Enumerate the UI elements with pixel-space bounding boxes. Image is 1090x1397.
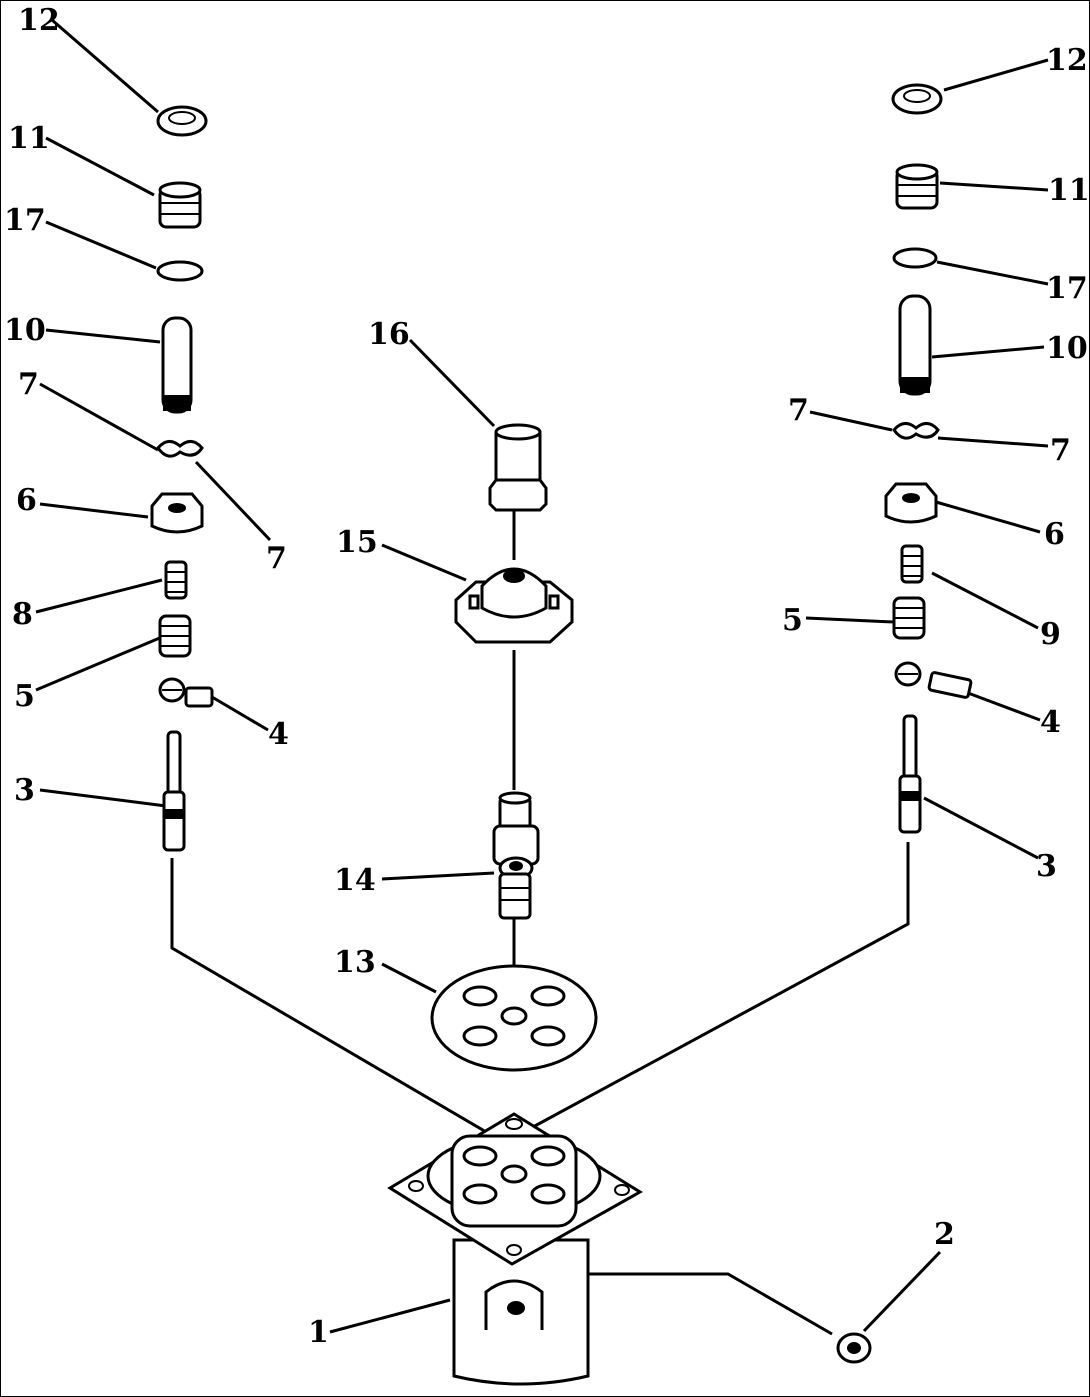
callout-left-5: 5: [14, 679, 35, 714]
callout-1: 1: [308, 1315, 329, 1350]
assembly-lines: [170, 510, 910, 1336]
callout-left-4: 4: [268, 717, 289, 752]
callout-right-17: 17: [1046, 271, 1088, 306]
left-item-4-shim: [158, 677, 214, 708]
right-item-6-retainer: [884, 482, 938, 524]
callout-left-7a: 7: [18, 367, 39, 402]
callout-left-12: 12: [18, 3, 60, 38]
callout-right-3: 3: [1036, 849, 1057, 884]
callout-right-5: 5: [782, 603, 803, 638]
callout-left-3: 3: [14, 773, 35, 808]
right-item-12-seal: [891, 83, 943, 115]
right-item-11-bushing: [895, 163, 939, 210]
callout-right-9: 9: [1040, 617, 1061, 652]
callout-left-11: 11: [8, 121, 50, 156]
right-item-17-o-ring: [892, 247, 938, 269]
callout-labels: 12 11 17 10 7 7 6 8 5 4 3 12 11 17 10 7 …: [4, 3, 1090, 1350]
callout-2: 2: [934, 1217, 955, 1252]
callout-left-7b: 7: [266, 541, 287, 576]
left-item-17-o-ring: [156, 260, 204, 282]
callout-14: 14: [334, 863, 376, 898]
callout-left-10: 10: [4, 313, 46, 348]
right-item-10-piston: [898, 294, 932, 396]
callout-left-17: 17: [4, 203, 46, 238]
callout-right-10: 10: [1046, 331, 1088, 366]
callout-13: 13: [334, 945, 376, 980]
callout-16: 16: [368, 317, 410, 352]
callout-15: 15: [336, 525, 378, 560]
right-item-5-spring: [892, 596, 926, 640]
right-item-4-shim: [894, 661, 973, 699]
leader-lines: [35, 18, 1049, 1334]
right-item-3-valve: [898, 714, 922, 834]
callout-left-8: 8: [12, 597, 33, 632]
right-item-9-spring: [900, 544, 924, 584]
item-15-plate: [454, 567, 574, 644]
item-2-plug: [836, 1332, 872, 1364]
item-1-body: [387, 1112, 643, 1386]
left-item-3-valve: [162, 730, 186, 852]
left-item-5-spring: [158, 614, 192, 658]
left-item-11-bushing: [158, 181, 202, 229]
callout-right-12: 12: [1046, 43, 1088, 78]
callout-right-11: 11: [1048, 173, 1090, 208]
callout-right-7a: 7: [788, 393, 809, 428]
item-13-plate: [430, 964, 598, 1072]
callout-right-6: 6: [1044, 517, 1065, 552]
right-item-7-collar: [892, 422, 940, 440]
left-item-10-piston: [161, 316, 193, 414]
left-item-6-retainer: [150, 492, 204, 534]
left-item-12-seal: [156, 105, 208, 137]
item-16-nut: [488, 423, 548, 512]
callout-right-7b: 7: [1050, 433, 1071, 468]
left-item-7-collar: [156, 440, 204, 458]
left-item-8-spring: [164, 560, 188, 600]
item-14-joint: [492, 791, 540, 920]
callout-right-4: 4: [1040, 705, 1061, 740]
callout-left-6: 6: [16, 483, 37, 518]
